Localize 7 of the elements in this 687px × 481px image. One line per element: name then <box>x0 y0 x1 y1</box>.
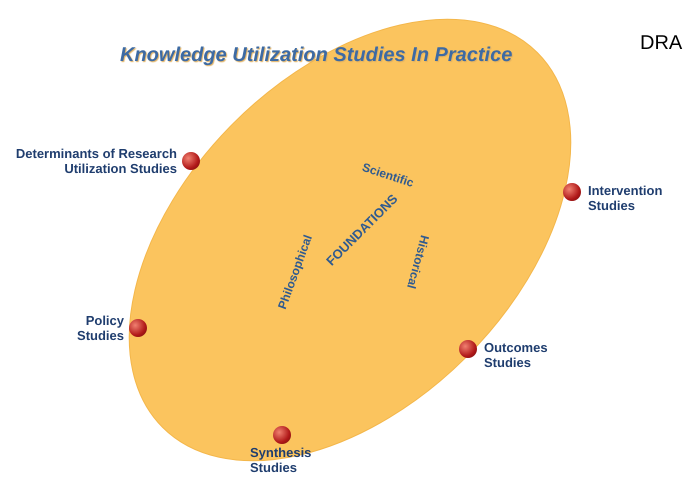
diagram-title: Knowledge Utilization Studies In Practice <box>120 43 512 68</box>
study-label: Intervention Studies <box>588 183 664 213</box>
study-label: Outcomes Studies <box>484 340 549 370</box>
study-label: Synthesis Studies <box>250 445 312 475</box>
study-label: Determinants of Research Utilization Studies <box>14 146 177 176</box>
cut-off-text: DRA <box>640 31 682 56</box>
study-label: Policy Studies <box>76 313 124 343</box>
